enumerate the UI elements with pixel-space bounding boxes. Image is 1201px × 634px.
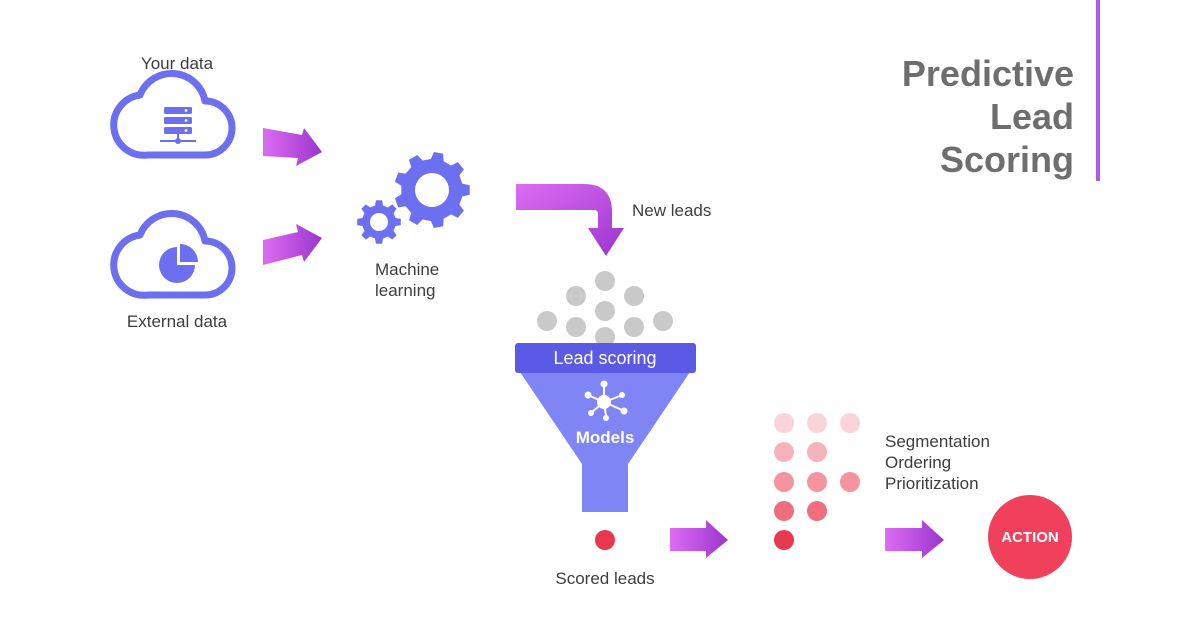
label-scored-leads: Scored leads <box>555 569 655 588</box>
segment-dot <box>807 442 827 462</box>
segment-dot <box>774 442 794 462</box>
label-prioritization: Prioritization <box>885 474 979 493</box>
title-line-2: Lead <box>989 96 1074 137</box>
lead-dot <box>653 311 673 331</box>
label-machine-learning-line1: Machine <box>375 260 440 279</box>
gears-icon <box>357 152 470 244</box>
label-lead-scoring: Lead scoring <box>553 348 657 368</box>
title-line-1: Predictive <box>901 53 1074 94</box>
label-models: Models <box>575 428 635 447</box>
arrow-your-data <box>263 128 322 166</box>
lead-dot <box>624 286 644 306</box>
lead-dot <box>595 271 615 291</box>
page-title: Predictive Lead Scoring <box>902 52 1074 181</box>
segmented-lead-dots <box>774 413 860 550</box>
large-gear <box>394 152 470 228</box>
action-circle <box>988 495 1072 579</box>
title-accent-bar <box>1096 0 1100 181</box>
segment-dot <box>774 413 794 433</box>
lead-dot <box>566 286 586 306</box>
label-ordering: Ordering <box>885 453 952 472</box>
label-machine-learning-line2: learning <box>375 281 436 300</box>
lead-dot <box>624 317 644 337</box>
label-segmentation: Segmentation <box>885 432 990 451</box>
small-gear <box>357 200 401 244</box>
label-action: ACTION <box>1001 529 1059 546</box>
segment-dot <box>807 472 827 492</box>
arrow-to-action <box>885 520 944 558</box>
lead-dot <box>595 301 615 321</box>
lead-dot <box>566 317 586 337</box>
cloud-pie-chart-icon <box>110 209 236 299</box>
label-segmentation-list: Segmentation Ordering Prioritization <box>885 431 990 494</box>
title-line-3: Scoring <box>939 139 1074 180</box>
segment-dot <box>840 413 860 433</box>
new-lead-dots <box>537 271 673 347</box>
label-your-data: Your data <box>140 54 214 73</box>
arrow-external-data <box>263 224 322 265</box>
arrow-scored-leads <box>670 520 728 558</box>
lead-dot <box>537 311 557 331</box>
network-nodes-icon <box>584 380 628 421</box>
lead-dot <box>595 327 615 347</box>
segment-dot <box>840 472 860 492</box>
segment-dot <box>807 501 827 521</box>
scoring-funnel <box>515 343 696 512</box>
scored-lead-dot <box>595 530 615 550</box>
arrow-new-leads <box>516 184 624 256</box>
cloud-server-icon <box>110 69 236 159</box>
label-external-data: External data <box>126 312 228 331</box>
segment-dot <box>807 413 827 433</box>
label-machine-learning: Machine learning <box>375 259 439 301</box>
label-new-leads: New leads <box>632 201 712 220</box>
segment-dot <box>774 501 794 521</box>
segment-dot <box>774 472 794 492</box>
segment-dot <box>774 530 794 550</box>
